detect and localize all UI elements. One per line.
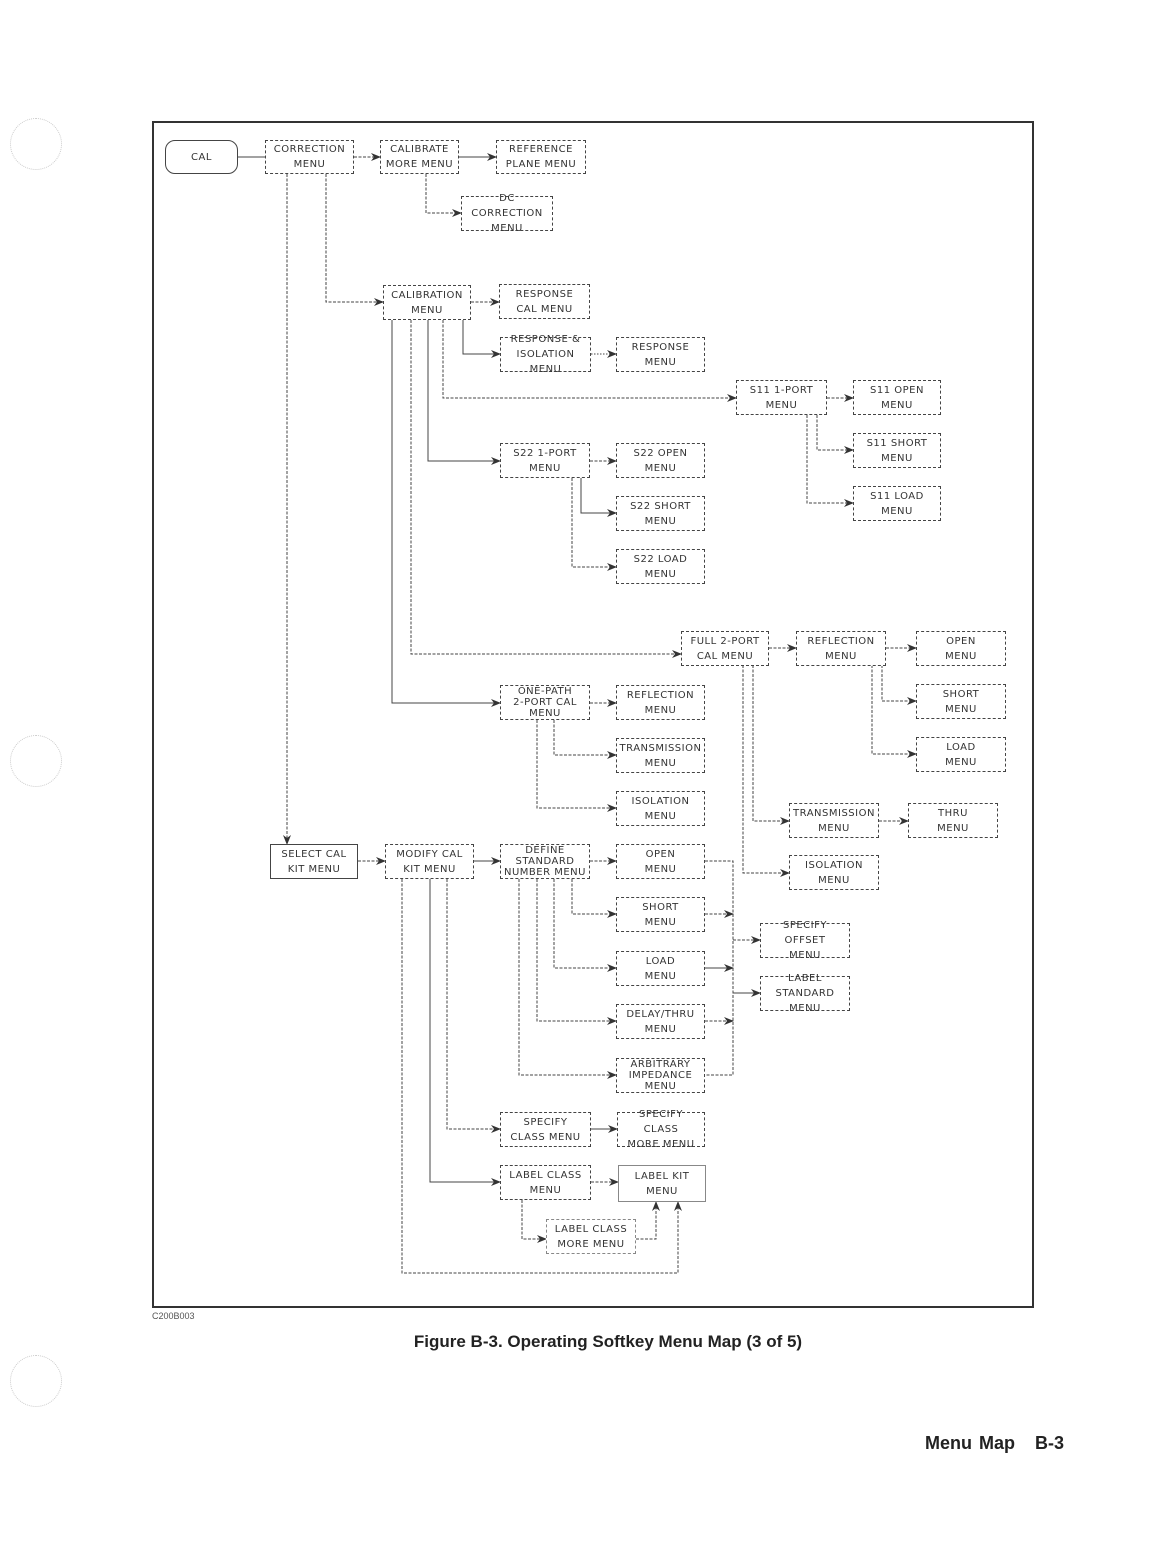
binder-hole [10, 735, 62, 787]
connector [425, 174, 462, 217]
calibration-menu: CALIBRATION MENU [383, 285, 471, 320]
reflection-menu: REFLECTION MENU [616, 685, 705, 720]
connector [410, 320, 682, 658]
connector [442, 320, 737, 402]
s22-1port-menu: S22 1-PORT MENU [500, 443, 590, 478]
connector [462, 320, 501, 358]
connector [446, 879, 501, 1133]
transmission-menu: TRANSMISSION MENU [789, 803, 879, 838]
response-menu: RESPONSE MENU [616, 337, 705, 372]
connector [427, 320, 501, 465]
figure-id: C200B003 [152, 1311, 195, 1321]
isolation-menu: ISOLATION MENU [789, 855, 879, 890]
s11-1port-menu: S11 1-PORT MENU [736, 380, 827, 415]
s11-load-menu: S11 LOAD MENU [853, 486, 941, 521]
connector [553, 879, 617, 972]
isolation-menu: ISOLATION MENU [616, 791, 705, 826]
page-footer: Menu Map B-3 [905, 1433, 1064, 1454]
footer-section: Menu Map [924, 1433, 1015, 1453]
connector [429, 879, 501, 1186]
connector [571, 478, 617, 571]
dc-correction-menu: DC CORRECTION MENU [461, 193, 553, 234]
connector [871, 665, 917, 758]
specify-class-more-menu: SPECIFY CLASS MORE MENU [617, 1109, 705, 1150]
connector [401, 879, 682, 1274]
short-menu: SHORT MENU [916, 684, 1006, 719]
page-number: B-3 [1034, 1433, 1064, 1453]
connector [881, 665, 917, 705]
define-standard-number-menu: DEFINE STANDARD NUMBER MENU [500, 844, 590, 879]
connector [536, 720, 617, 812]
delay-thru-menu: DELAY/THRU MENU [616, 1004, 705, 1039]
connector [580, 478, 617, 517]
connector [752, 665, 790, 825]
s11-short-menu: S11 SHORT MENU [853, 433, 941, 468]
connector [536, 879, 617, 1025]
connector [391, 320, 501, 707]
label-kit-menu: LABEL KIT MENU [618, 1165, 706, 1202]
response-cal-menu: RESPONSE CAL MENU [499, 284, 590, 319]
figure-caption: Figure B-3. Operating Softkey Menu Map (… [413, 1332, 803, 1351]
s22-open-menu: S22 OPEN MENU [616, 443, 705, 478]
reflection-menu: REFLECTION MENU [796, 631, 886, 666]
connector [553, 720, 617, 759]
connector [521, 1200, 547, 1243]
load-menu: LOAD MENU [916, 737, 1006, 772]
cal-key: CAL [165, 140, 238, 174]
connector [518, 879, 617, 1079]
label-class-menu: LABEL CLASS MENU [500, 1165, 591, 1200]
open-menu: OPEN MENU [616, 844, 705, 879]
connector [742, 665, 790, 877]
arbitrary-impedance-menu: ARBITRARY IMPEDANCE MENU [616, 1058, 705, 1093]
connector [806, 415, 854, 507]
connector [636, 1201, 660, 1240]
modify-cal-kit-menu: MODIFY CAL KIT MENU [385, 844, 474, 879]
connector [325, 174, 384, 306]
binder-hole [10, 1355, 62, 1407]
connector [571, 879, 617, 918]
one-path-2port-cal-menu: ONE-PATH 2-PORT CAL MENU [500, 685, 590, 720]
full-2port-cal-menu: FULL 2-PORT CAL MENU [681, 631, 769, 666]
s22-load-menu: S22 LOAD MENU [616, 549, 705, 584]
diagram-frame [152, 121, 1034, 1308]
correction-menu: CORRECTION MENU [265, 140, 354, 174]
specify-offset-menu: SPECIFY OFFSET MENU [760, 920, 850, 961]
label-class-more-menu: LABEL CLASS MORE MENU [546, 1219, 636, 1254]
s11-open-menu: S11 OPEN MENU [853, 380, 941, 415]
short-menu: SHORT MENU [616, 897, 705, 932]
label-standard-menu: LABEL STANDARD MENU [760, 973, 850, 1014]
transmission-menu: TRANSMISSION MENU [616, 738, 705, 773]
s22-short-menu: S22 SHORT MENU [616, 496, 705, 531]
response-isolation-menu: RESPONSE & ISOLATION MENU [500, 334, 591, 375]
thru-menu: THRU MENU [908, 803, 998, 838]
load-menu: LOAD MENU [616, 951, 705, 986]
calibrate-more-menu: CALIBRATE MORE MENU [380, 140, 459, 174]
connector [816, 415, 854, 454]
select-cal-kit-menu: SELECT CAL KIT MENU [270, 844, 358, 879]
binder-hole [10, 118, 62, 170]
open-menu: OPEN MENU [916, 631, 1006, 666]
specify-class-menu: SPECIFY CLASS MENU [500, 1112, 591, 1147]
reference-plane-menu: REFERENCE PLANE MENU [496, 140, 586, 174]
